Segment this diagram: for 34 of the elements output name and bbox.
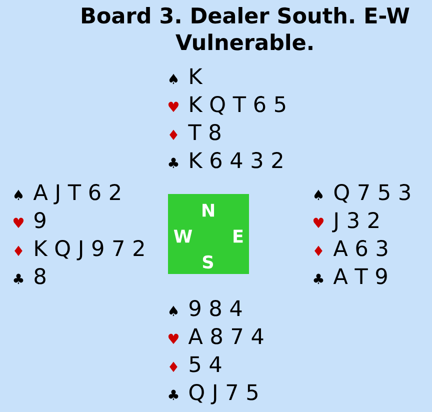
card-list: 9: [34, 212, 46, 228]
card-list: Q J 7 5: [189, 384, 258, 404]
compass-box: N W E S: [168, 194, 249, 274]
suit-symbol: ♥: [168, 334, 179, 344]
card-list: A T 9: [333, 268, 387, 284]
card-list: K Q J 9 7 2: [35, 240, 144, 260]
card-list: K 6 4 3 2: [190, 152, 282, 168]
suit-symbol: ♠: [314, 190, 323, 200]
suit-symbol: ♥: [313, 218, 324, 228]
suit-symbol: ♦: [170, 362, 178, 372]
card-list: K Q T 6 5: [190, 96, 286, 115]
card-list: A J T 6 2: [33, 184, 120, 204]
suit-symbol: ♠: [169, 74, 178, 84]
card-list: 5 4: [190, 356, 222, 372]
card-list: A 6 3: [333, 240, 388, 256]
card-list: J 3 2: [332, 212, 378, 232]
card-list: T 8: [188, 124, 220, 140]
card-list: 8: [34, 268, 46, 284]
suit-symbol: ♥: [168, 102, 179, 112]
suit-symbol: ♦: [170, 130, 178, 140]
card-list: Q 7 5 3: [334, 184, 410, 203]
suit-symbol: ♣: [314, 274, 324, 284]
suit-symbol: ♥: [13, 218, 24, 228]
suit-symbol: ♣: [168, 390, 178, 400]
suit-symbol: ♣: [168, 158, 178, 168]
title: Board 3. Dealer South. E-W Vulnerable.: [82, 6, 410, 50]
card-list: A 8 7 4: [188, 328, 264, 344]
suit-symbol: ♠: [169, 306, 178, 316]
suit-symbol: ♠: [14, 190, 23, 200]
suit-symbol: ♦: [314, 246, 322, 256]
suit-symbol: ♦: [14, 246, 22, 256]
card-list: 9 8 4: [190, 300, 242, 316]
card-list: K: [190, 68, 203, 84]
suit-symbol: ♣: [14, 274, 24, 284]
